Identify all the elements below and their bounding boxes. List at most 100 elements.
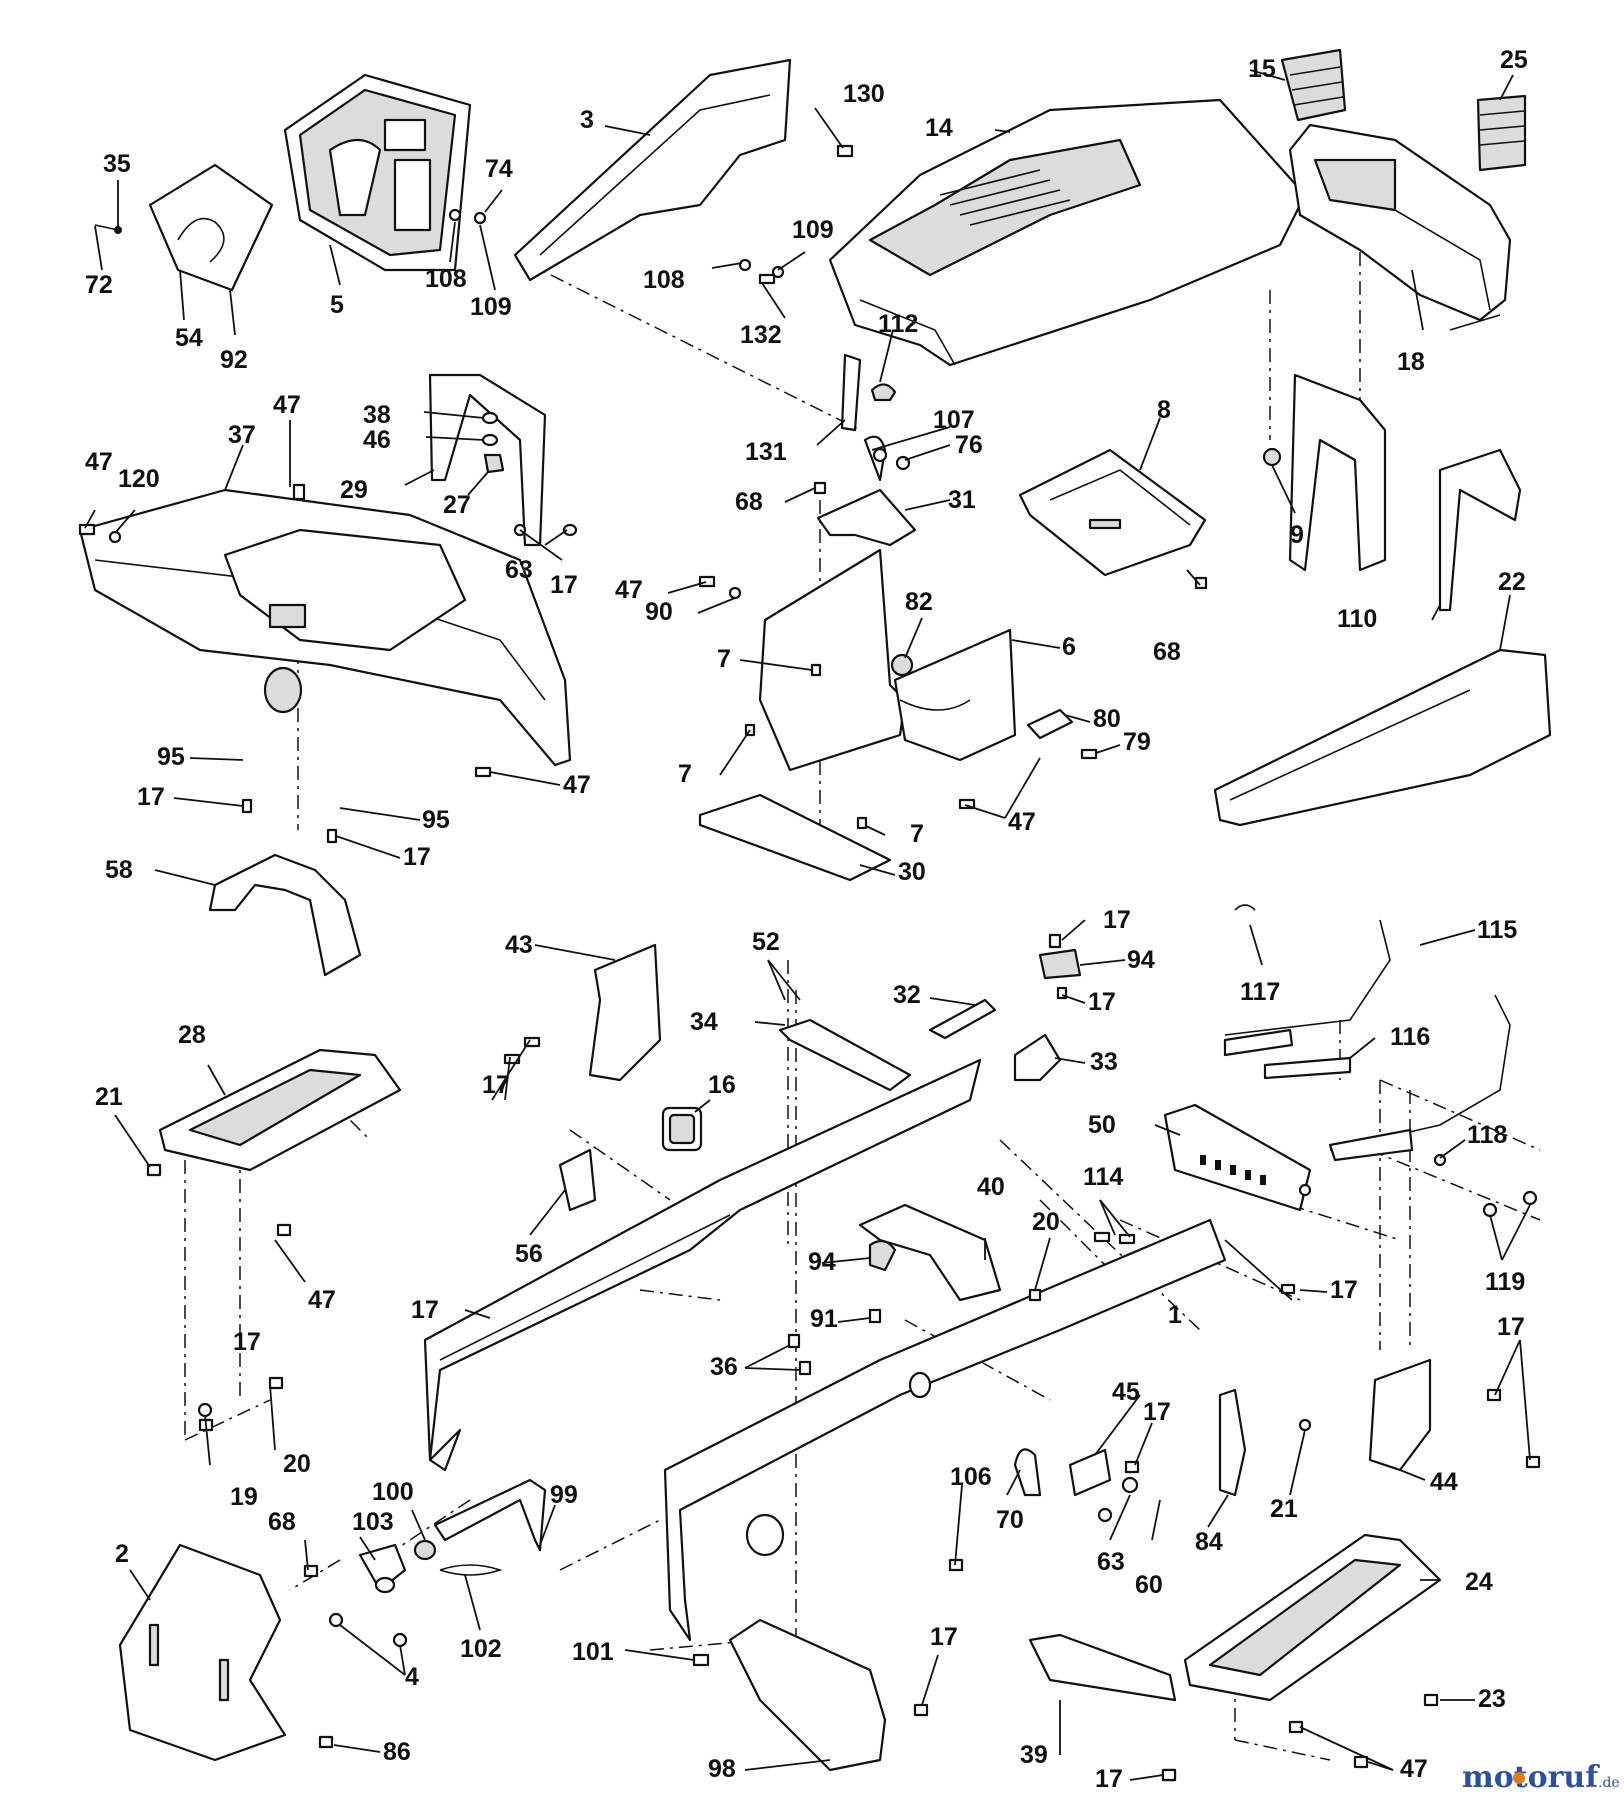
part-number-label: 46 bbox=[363, 426, 391, 454]
part-number-label: 99 bbox=[550, 1481, 578, 1509]
part-91-frame-rail bbox=[423, 1058, 982, 1472]
part-33-bracket bbox=[1013, 1033, 1062, 1082]
part-number-label: 7 bbox=[717, 645, 731, 673]
part-103-bracket bbox=[358, 1543, 407, 1594]
part-8-tray bbox=[1018, 448, 1207, 577]
part-94b-bumper bbox=[868, 1239, 897, 1272]
part-number-label: 86 bbox=[383, 1738, 411, 1766]
part-number-label: 56 bbox=[515, 1240, 543, 1268]
part-number-label: 95 bbox=[157, 743, 185, 771]
part-18-grille bbox=[1288, 123, 1512, 331]
part-number-label: 38 bbox=[363, 401, 391, 429]
part-number-label: 95 bbox=[422, 806, 450, 834]
part-number-label: 34 bbox=[690, 1008, 718, 1036]
part-92-cover bbox=[94, 163, 274, 292]
watermark-tld: .de bbox=[1598, 1775, 1620, 1791]
leader-lines bbox=[84, 69, 1531, 1781]
part-number-label: 17 bbox=[1330, 1276, 1358, 1304]
part-number-label: 21 bbox=[1270, 1495, 1298, 1523]
part-number-label: 47 bbox=[615, 576, 643, 604]
part-number-label: 44 bbox=[1430, 1468, 1458, 1496]
part-number-label: 40 bbox=[977, 1173, 1005, 1201]
part-number-label: 91 bbox=[810, 1305, 838, 1333]
part-number-label: 37 bbox=[228, 421, 256, 449]
part-number-label: 52 bbox=[752, 928, 780, 956]
part-number-label: 109 bbox=[792, 216, 834, 244]
part-number-label: 1 bbox=[1168, 1301, 1182, 1329]
part-number-label: 74 bbox=[485, 155, 513, 183]
part-number-label: 17 bbox=[1103, 906, 1131, 934]
part-number-label: 131 bbox=[745, 438, 787, 466]
part-30-plate bbox=[698, 793, 892, 882]
part-number-label: 115 bbox=[1477, 916, 1517, 944]
part-number-label: 68 bbox=[268, 1508, 296, 1536]
part-number-label: 45 bbox=[1112, 1378, 1140, 1406]
part-number-label: 24 bbox=[1465, 1568, 1493, 1596]
part-3-dash-panel bbox=[513, 58, 792, 282]
part-number-label: 8 bbox=[1157, 396, 1171, 424]
part-number-label: 63 bbox=[1097, 1548, 1125, 1576]
part-number-label: 30 bbox=[898, 858, 926, 886]
part-number-label: 29 bbox=[340, 476, 368, 504]
part-number-label: 82 bbox=[905, 588, 933, 616]
part-number-label: 3 bbox=[580, 106, 594, 134]
part-number-label: 102 bbox=[460, 1635, 502, 1663]
part-number-label: 108 bbox=[425, 265, 467, 293]
part-number-label: 2 bbox=[115, 1540, 129, 1568]
part-number-label: 119 bbox=[1485, 1268, 1525, 1296]
part-number-label: 25 bbox=[1500, 46, 1528, 74]
part-number-label: 17 bbox=[1095, 1765, 1123, 1793]
part-number-label: 76 bbox=[955, 431, 983, 459]
part-number-label: 36 bbox=[710, 1353, 738, 1381]
part-14-hood bbox=[828, 98, 1307, 367]
part-number-label: 32 bbox=[893, 981, 921, 1009]
part-22-bumper bbox=[1213, 648, 1552, 827]
part-number-label: 68 bbox=[735, 488, 763, 516]
part-number-label: 58 bbox=[105, 856, 133, 884]
part-number-label: 70 bbox=[996, 1506, 1024, 1534]
part-number-label: 21 bbox=[95, 1083, 123, 1111]
part-80-spacer bbox=[1026, 708, 1074, 740]
part-number-label: 19 bbox=[230, 1483, 258, 1511]
watermark-brand: motoruf bbox=[1462, 1760, 1600, 1795]
part-number-label: 47 bbox=[563, 771, 591, 799]
part-number-label: 79 bbox=[1123, 728, 1151, 756]
part-number-label: 27 bbox=[443, 491, 471, 519]
part-number-label: 100 bbox=[372, 1478, 414, 1506]
part-number-label: 90 bbox=[645, 598, 673, 626]
motoruf-watermark-logo: motoruf .de bbox=[1462, 1760, 1620, 1795]
part-lift-arm bbox=[1328, 994, 1511, 1162]
part-number-label: 101 bbox=[572, 1638, 614, 1666]
part-99-pedal bbox=[433, 1478, 547, 1552]
part-50-bracket bbox=[1163, 1103, 1312, 1212]
part-number-label: 54 bbox=[175, 324, 203, 352]
part-116-lever bbox=[1263, 1056, 1352, 1080]
part-number-label: 84 bbox=[1195, 1528, 1223, 1556]
part-number-label: 47 bbox=[273, 391, 301, 419]
part-94-bumper bbox=[1038, 948, 1082, 980]
part-number-label: 130 bbox=[843, 80, 885, 108]
part-112-knob bbox=[870, 383, 897, 402]
part-number-label: 5 bbox=[330, 291, 344, 319]
part-102-pin bbox=[439, 1564, 503, 1576]
part-28-footrest bbox=[158, 1048, 402, 1172]
part-2-plate bbox=[118, 1543, 287, 1762]
part-number-label: 15 bbox=[1248, 55, 1276, 83]
part-6-tunnel bbox=[758, 548, 1017, 772]
part-1-frame-rail bbox=[663, 1218, 1227, 1642]
part-15-screen bbox=[1280, 48, 1347, 122]
part-number-label: 6 bbox=[1062, 633, 1076, 661]
part-number-label: 18 bbox=[1397, 348, 1425, 376]
part-31-bracket bbox=[816, 488, 917, 547]
part-number-label: 31 bbox=[948, 486, 976, 514]
part-70-hitch bbox=[1013, 1448, 1112, 1497]
part-115-lever bbox=[1223, 919, 1391, 1057]
part-number-label: 94 bbox=[808, 1248, 836, 1276]
part-number-label: 17 bbox=[1143, 1398, 1171, 1426]
part-number-label: 9 bbox=[1290, 521, 1304, 549]
part-37-fender bbox=[78, 488, 572, 767]
part-number-label: 17 bbox=[411, 1296, 439, 1324]
part-number-label: 4 bbox=[405, 1663, 419, 1691]
part-number-label: 17 bbox=[930, 1623, 958, 1651]
